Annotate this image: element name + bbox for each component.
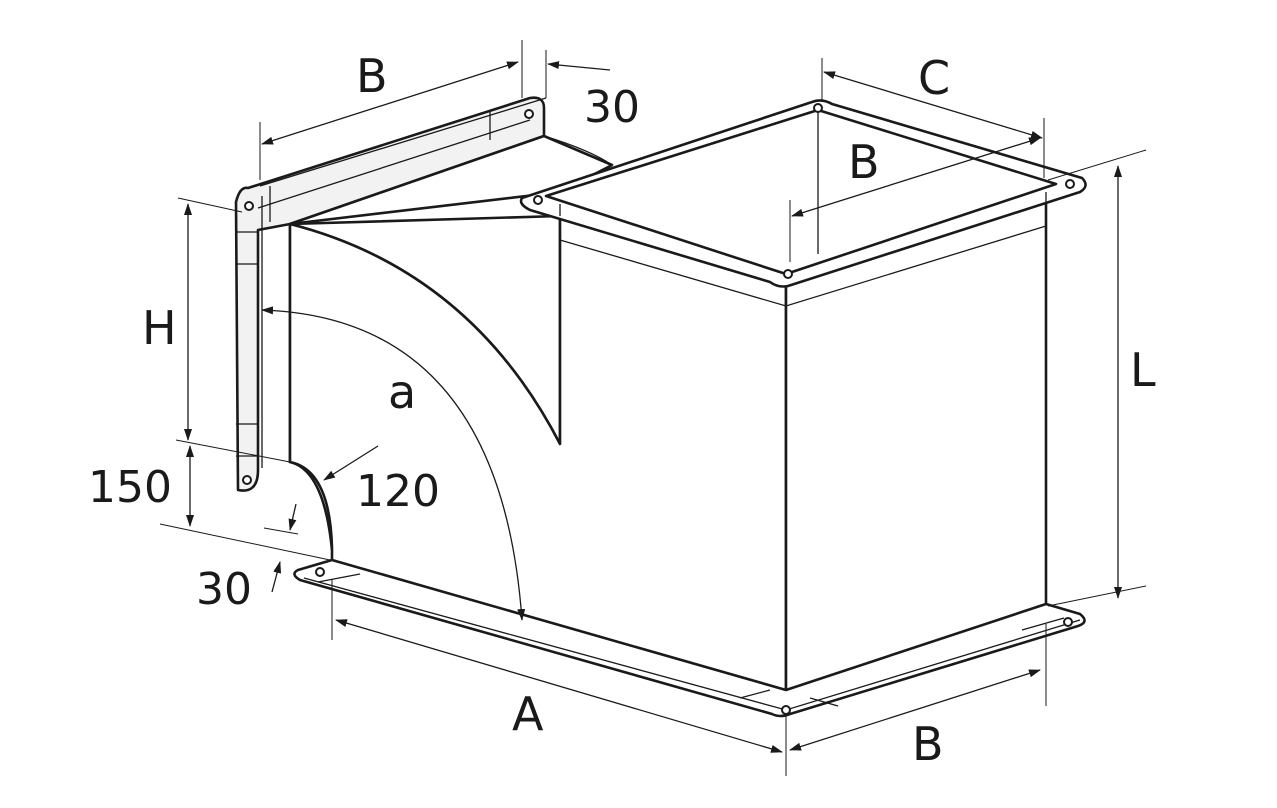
label-flange-width: 30 [584, 82, 640, 133]
bolt-hole [315, 567, 325, 577]
dimensions [159, 40, 1147, 776]
label-length: L [1130, 343, 1156, 397]
bolt-hole [533, 195, 543, 205]
label-bottom-width: B [912, 717, 944, 771]
bolt-hole [244, 201, 254, 211]
bolt-hole [813, 103, 823, 113]
label-radius: 120 [356, 466, 440, 517]
bolt-hole [783, 269, 793, 279]
label-bottom-flange: 30 [196, 564, 252, 615]
main-duct-box [288, 198, 1048, 702]
label-offset: 150 [88, 462, 172, 513]
dimension-labels: B 30 C B H a 150 120 30 L A B [88, 49, 1156, 771]
bolt-hole [781, 705, 791, 715]
bolt-hole [1065, 179, 1075, 189]
bolt-hole [524, 109, 534, 119]
label-top-right-depth: B [848, 135, 880, 189]
label-bottom-length: A [512, 687, 544, 741]
bolt-hole [1063, 617, 1073, 627]
bolt-hole [242, 475, 252, 485]
label-angle: a [388, 365, 416, 419]
label-top-right-width: C [918, 51, 950, 105]
label-top-left-width: B [356, 49, 388, 103]
label-height: H [142, 301, 177, 355]
